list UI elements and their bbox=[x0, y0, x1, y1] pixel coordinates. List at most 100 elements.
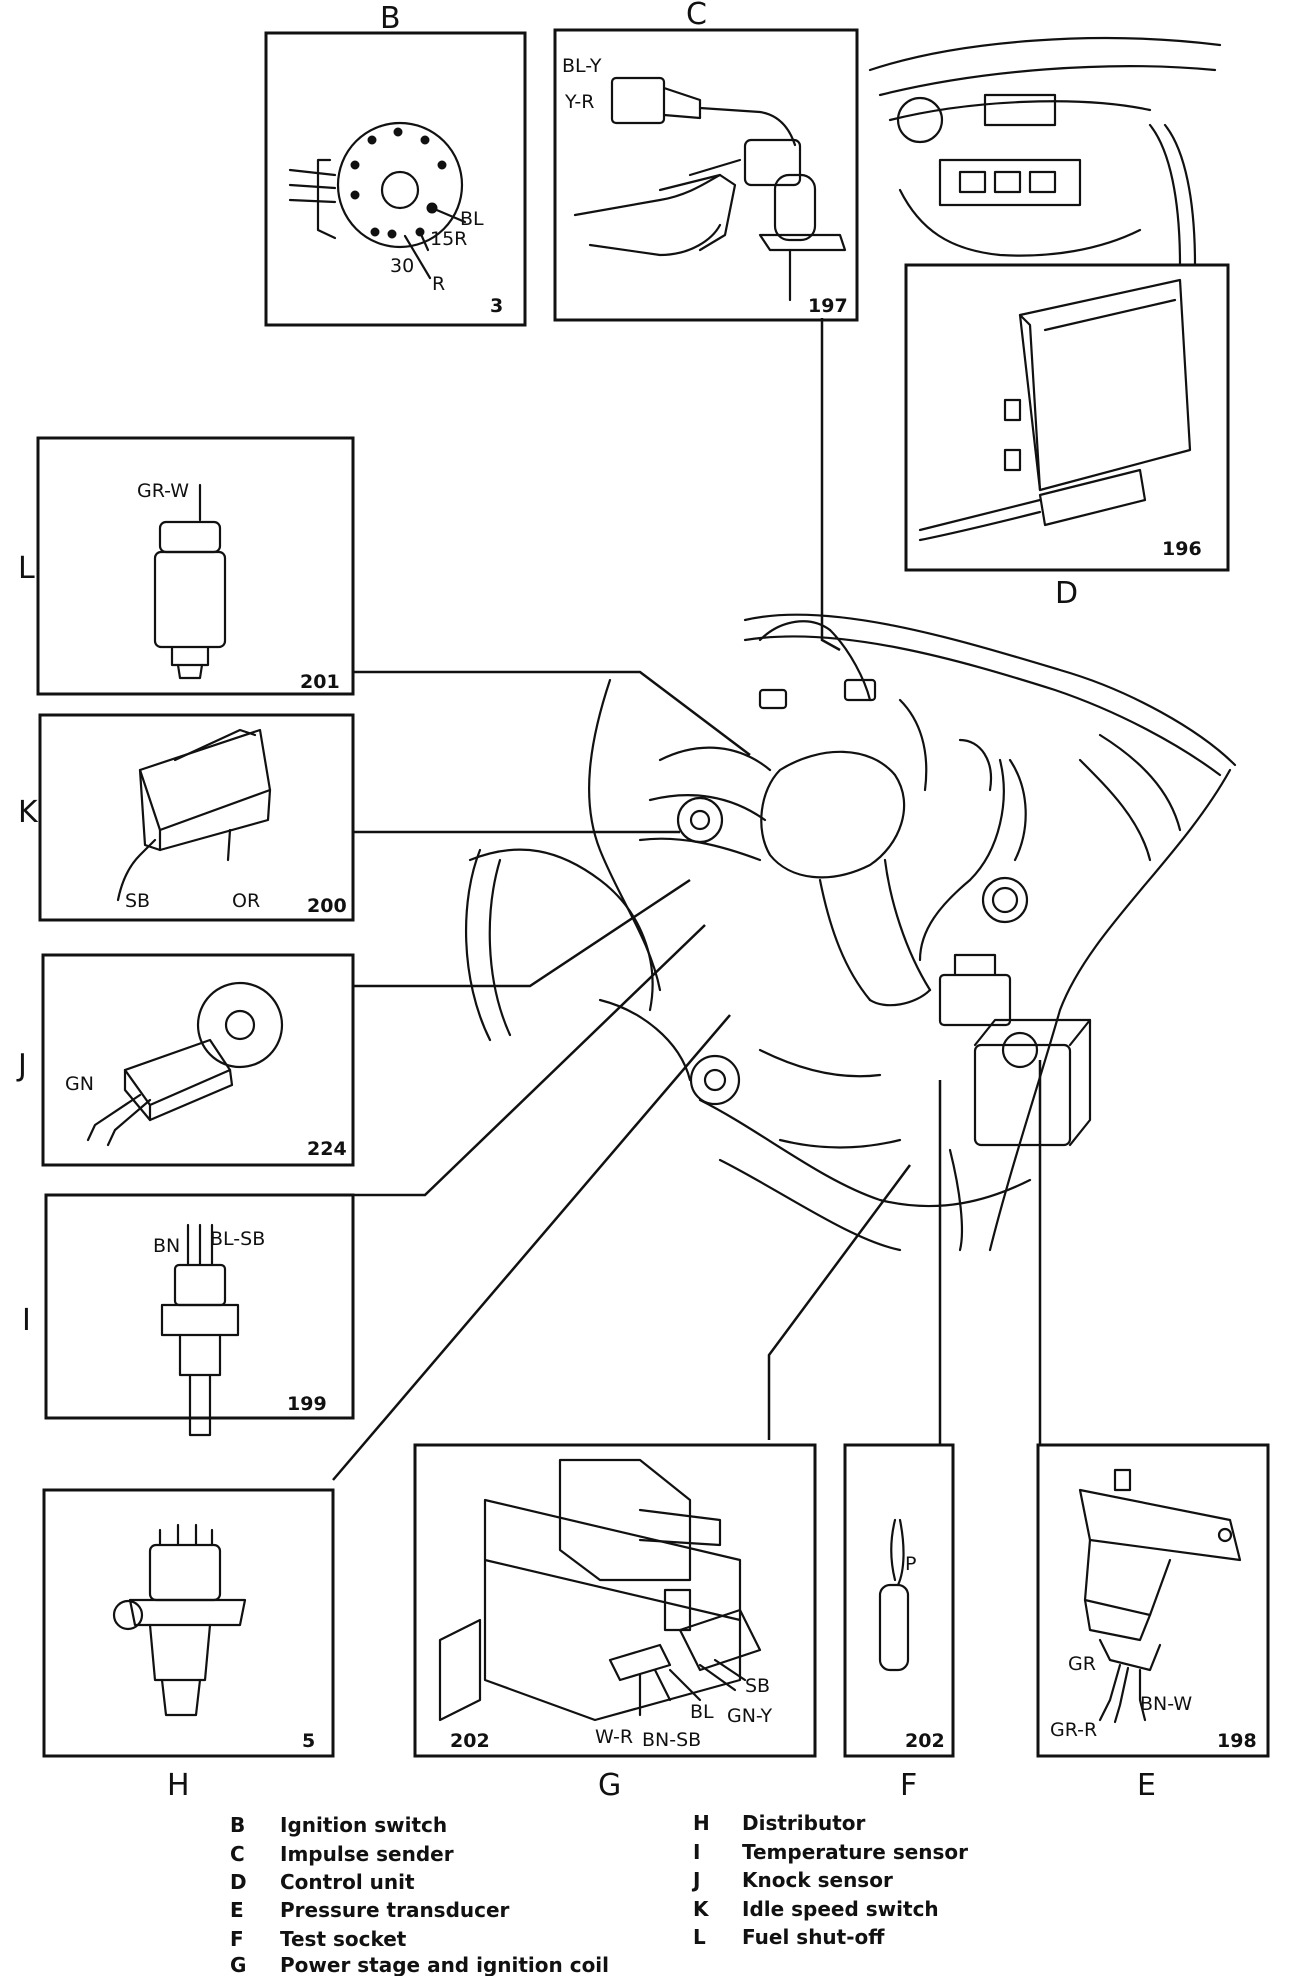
wire-e-bn-w: BN-W bbox=[1140, 1693, 1192, 1715]
wire-b-15r: 15R bbox=[430, 228, 467, 250]
wire-e-gr: GR bbox=[1068, 1653, 1096, 1675]
ref-f: 202 bbox=[905, 1730, 945, 1752]
component-i-temperature-sensor: I 199 BN BL-SB bbox=[22, 1193, 355, 1437]
svg-text:Test socket: Test socket bbox=[280, 1927, 407, 1951]
svg-text:K: K bbox=[693, 1897, 710, 1921]
wire-f-p: P bbox=[905, 1553, 916, 1575]
letter-f: F bbox=[900, 1768, 917, 1803]
wire-l-gr-w: GR-W bbox=[137, 480, 189, 502]
svg-text:H: H bbox=[693, 1811, 710, 1835]
component-b-ignition-switch: B 3 BL 15R 30 R bbox=[264, 1, 527, 327]
box-j bbox=[41, 953, 355, 1167]
box-d bbox=[904, 263, 1230, 572]
svg-text:Distributor: Distributor bbox=[742, 1811, 865, 1835]
wire-g-gn-y: GN-Y bbox=[727, 1705, 773, 1727]
wire-g-bn-sb: BN-SB bbox=[642, 1729, 701, 1751]
box-b bbox=[264, 31, 527, 327]
svg-text:Idle speed switch: Idle speed switch bbox=[742, 1897, 939, 1921]
ref-b: 3 bbox=[490, 295, 503, 317]
wire-g-sb: SB bbox=[745, 1675, 770, 1697]
legend-item: H Distributor bbox=[693, 1811, 865, 1835]
legend-item: G Power stage and ignition coil bbox=[230, 1953, 609, 1976]
component-c-impulse-sender: C 197 BL-Y Y-R bbox=[553, 0, 859, 322]
wire-b-bl: BL bbox=[460, 208, 484, 230]
box-k bbox=[38, 713, 355, 922]
wire-k-or: OR bbox=[232, 890, 260, 912]
letter-i: I bbox=[22, 1303, 31, 1338]
letter-l: L bbox=[18, 551, 35, 586]
legend: B Ignition switch C Impulse sender D Con… bbox=[230, 1811, 968, 1976]
letter-g: G bbox=[598, 1768, 621, 1803]
svg-text:J: J bbox=[691, 1868, 700, 1892]
letter-b: B bbox=[380, 1, 401, 36]
letter-k: K bbox=[18, 795, 39, 830]
letter-e: E bbox=[1137, 1768, 1156, 1803]
svg-text:D: D bbox=[230, 1870, 247, 1894]
component-d-control-unit: D 196 bbox=[904, 263, 1230, 611]
component-h-distributor: H 5 bbox=[42, 1488, 335, 1803]
letter-j: J bbox=[16, 1048, 27, 1083]
letter-c: C bbox=[686, 0, 707, 32]
legend-item: L Fuel shut-off bbox=[693, 1925, 885, 1949]
legend-item: B Ignition switch bbox=[230, 1813, 447, 1837]
legend-item: D Control unit bbox=[230, 1870, 415, 1894]
svg-text:Impulse sender: Impulse sender bbox=[280, 1842, 454, 1866]
component-l-fuel-shut-off: L 201 GR-W bbox=[18, 436, 355, 696]
svg-text:Control unit: Control unit bbox=[280, 1870, 415, 1894]
svg-text:I: I bbox=[693, 1840, 700, 1864]
svg-text:B: B bbox=[230, 1813, 245, 1837]
component-j-knock-sensor: J 224 GN bbox=[16, 953, 355, 1167]
wire-b-r: R bbox=[432, 273, 445, 295]
svg-text:Knock sensor: Knock sensor bbox=[742, 1868, 893, 1892]
legend-item: K Idle speed switch bbox=[693, 1897, 939, 1921]
component-g-power-stage: G 202 W-R BN-SB BL GN-Y SB bbox=[413, 1443, 817, 1803]
wire-e-gr-r: GR-R bbox=[1050, 1719, 1097, 1741]
ref-l: 201 bbox=[300, 671, 340, 693]
ref-e: 198 bbox=[1217, 1730, 1257, 1752]
svg-text:C: C bbox=[230, 1842, 245, 1866]
wire-c-bl-y: BL-Y bbox=[562, 55, 602, 77]
box-i bbox=[44, 1193, 355, 1420]
component-f-test-socket: F 202 P bbox=[843, 1443, 955, 1803]
wire-j-gn: GN bbox=[65, 1073, 94, 1095]
svg-text:Pressure transducer: Pressure transducer bbox=[280, 1898, 510, 1922]
wire-c-y-r: Y-R bbox=[564, 91, 594, 113]
component-e-pressure-transducer: E 198 GR GR-R BN-W bbox=[1036, 1443, 1270, 1803]
ref-c: 197 bbox=[808, 295, 848, 317]
svg-text:Power stage and ignition coil: Power stage and ignition coil bbox=[280, 1953, 609, 1976]
svg-text:G: G bbox=[230, 1953, 246, 1976]
wire-g-bl: BL bbox=[690, 1701, 714, 1723]
svg-text:Ignition switch: Ignition switch bbox=[280, 1813, 447, 1837]
box-l bbox=[36, 436, 355, 696]
wire-i-bl-sb: BL-SB bbox=[210, 1228, 265, 1250]
box-e bbox=[1036, 1443, 1270, 1758]
dashboard-illustration bbox=[868, 37, 1222, 267]
box-h bbox=[42, 1488, 335, 1758]
ref-i: 199 bbox=[287, 1393, 327, 1415]
legend-item: E Pressure transducer bbox=[230, 1898, 510, 1922]
legend-item: I Temperature sensor bbox=[693, 1840, 968, 1864]
legend-item: C Impulse sender bbox=[230, 1842, 454, 1866]
box-f bbox=[843, 1443, 955, 1758]
svg-text:F: F bbox=[230, 1927, 244, 1951]
letter-h: H bbox=[167, 1768, 190, 1803]
wire-g-w-r: W-R bbox=[595, 1726, 633, 1748]
svg-text:Temperature sensor: Temperature sensor bbox=[742, 1840, 968, 1864]
wire-k-sb: SB bbox=[125, 890, 150, 912]
ref-g: 202 bbox=[450, 1730, 490, 1752]
ref-h: 5 bbox=[302, 1730, 315, 1752]
letter-d: D bbox=[1055, 576, 1078, 611]
box-g bbox=[413, 1443, 817, 1758]
component-k-idle-speed-switch: K 200 SB OR bbox=[18, 713, 355, 922]
box-c bbox=[553, 28, 859, 322]
wire-i-bn: BN bbox=[153, 1235, 180, 1257]
ref-d: 196 bbox=[1162, 538, 1202, 560]
ref-k: 200 bbox=[307, 895, 347, 917]
ref-j: 224 bbox=[307, 1138, 347, 1160]
svg-text:L: L bbox=[693, 1925, 706, 1949]
legend-item: F Test socket bbox=[230, 1927, 407, 1951]
wire-b-30: 30 bbox=[390, 255, 414, 277]
leader-lines bbox=[332, 318, 1042, 1481]
svg-text:Fuel shut-off: Fuel shut-off bbox=[742, 1925, 885, 1949]
